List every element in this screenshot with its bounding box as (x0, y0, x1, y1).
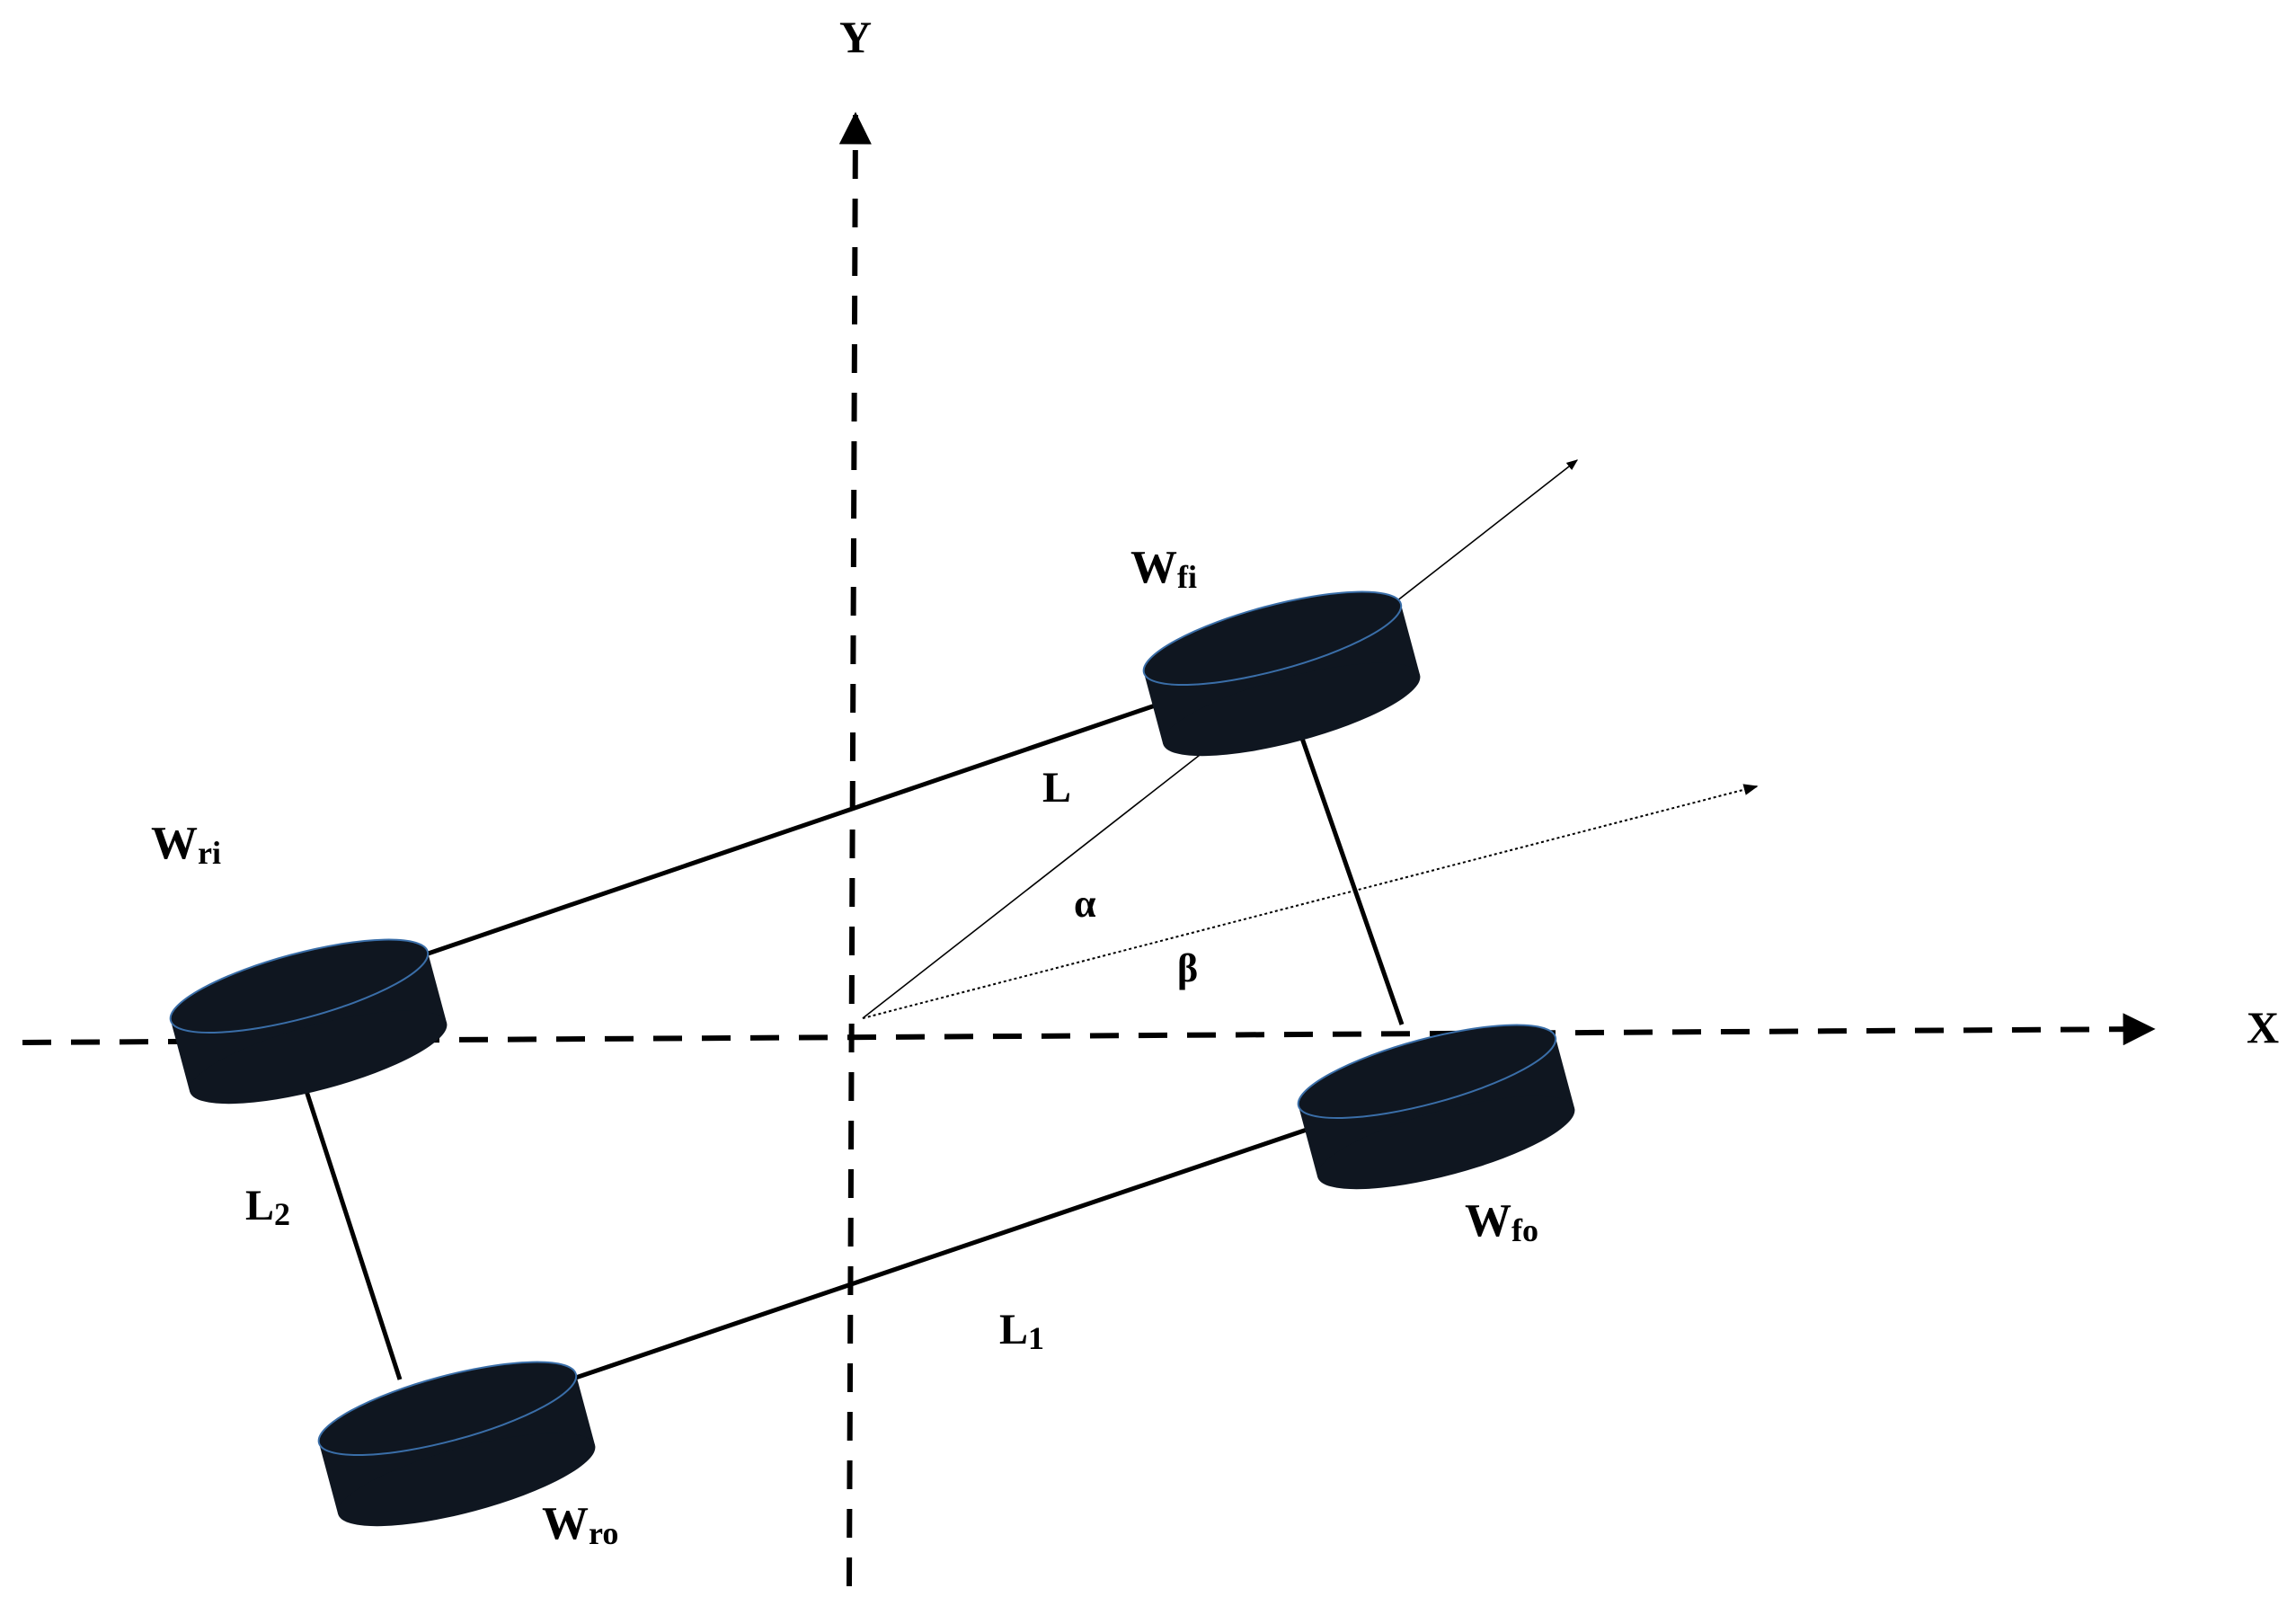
y-axis (838, 111, 872, 1587)
dimension-l2-label: L2 (245, 1182, 290, 1232)
dimension-l1-label: L1 (999, 1306, 1044, 1356)
wheel-rear-inner (169, 938, 448, 1105)
dimension-wheelbase-label: L (1042, 764, 1071, 812)
wheel-front-inner-label: Wfi (1130, 542, 1197, 595)
angle-beta-label: β (1177, 946, 1198, 990)
wheel-front-inner (1142, 590, 1421, 757)
frame-rear-axle (294, 1060, 403, 1380)
frame-bottom-side (556, 1125, 1313, 1387)
wheel-front-outer (1297, 1024, 1575, 1190)
frame-front-axle (1279, 698, 1405, 1025)
x-axis-label: X (2247, 1002, 2279, 1052)
wheel-rear-outer-label: Wro (542, 1498, 618, 1551)
angle-alpha-label: α (1074, 882, 1096, 926)
y-axis-label: Y (839, 12, 872, 62)
wheel-front-outer-label: Wfo (1465, 1195, 1538, 1248)
frame-top-side (403, 698, 1169, 964)
wheel-rear-outer (317, 1361, 596, 1527)
wheel-rear-inner-label: Wri (151, 818, 221, 871)
beta-direction-line (862, 784, 1759, 1019)
